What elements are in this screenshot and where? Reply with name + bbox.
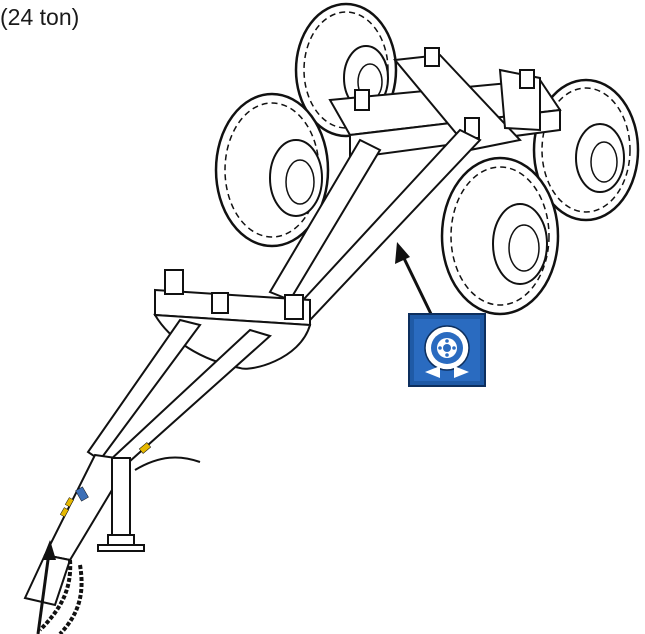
drawbar-decals xyxy=(59,442,152,518)
wheel-front-right xyxy=(440,156,560,316)
wheel-nut-torque-icon xyxy=(408,313,486,387)
main-frame xyxy=(23,128,482,607)
decal-pointer-arrow xyxy=(395,242,434,317)
hitch-pointer-arrow xyxy=(36,540,56,634)
figure-caption: (24 ton) xyxy=(0,4,80,30)
safety-chains xyxy=(38,559,84,634)
wheel-front-left xyxy=(214,92,330,248)
